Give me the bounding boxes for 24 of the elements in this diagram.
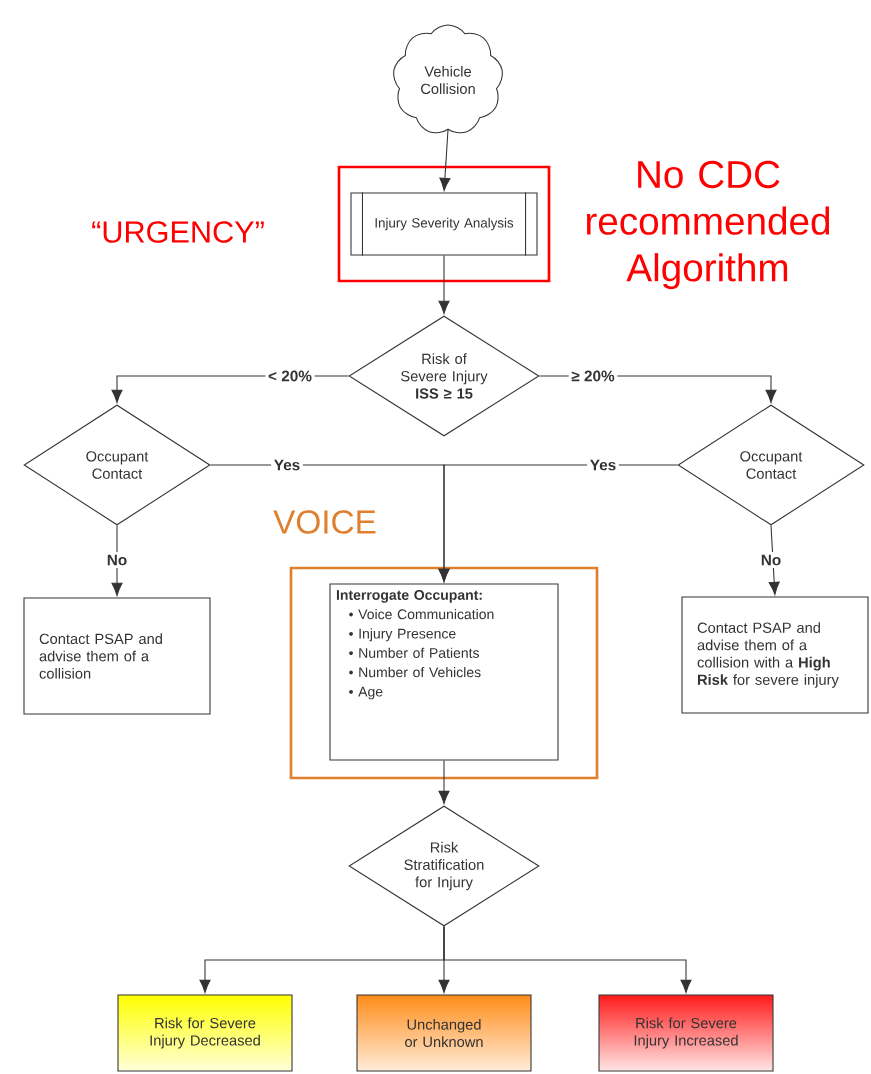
process-box: Contact PSAP and advise them of a collision with a High Risk for severe injury	[681, 596, 869, 714]
arrow	[438, 760, 450, 804]
arrow	[438, 464, 678, 582]
edge-label: < 20%	[265, 367, 315, 385]
edge-label: ≥ 20%	[568, 367, 618, 385]
arrow	[768, 525, 780, 595]
annotation-label: VOICE	[273, 510, 376, 534]
edge-label: No	[104, 552, 130, 568]
arrow	[111, 525, 123, 596]
arrow	[439, 129, 451, 191]
start-cloud: Vehicle Collision	[393, 24, 503, 134]
process-box: Interrogate Occupant: • Voice Communication • Injury Presence • Number of Patients • Number of Vehicles • Age	[329, 583, 559, 761]
annotation-text: No CDC recommended Algorithm	[587, 160, 830, 290]
process-box: Contact PSAP and advise them of a collision	[23, 597, 211, 715]
outcome-box: Risk for Severe Injury Increased	[598, 994, 774, 1072]
process-box: Injury Severity Analysis	[350, 191, 538, 257]
outcome-box: Risk for Severe Injury Decreased	[117, 994, 293, 1072]
edge-label: Yes	[271, 457, 303, 473]
arrow	[438, 255, 450, 314]
edge-label: Yes	[587, 457, 619, 473]
outcome-box: Unchanged or Unknown	[356, 994, 532, 1072]
edge-label: No	[758, 552, 784, 568]
annotation-label: “URGENCY”	[92, 221, 264, 243]
arrow	[443, 926, 692, 993]
